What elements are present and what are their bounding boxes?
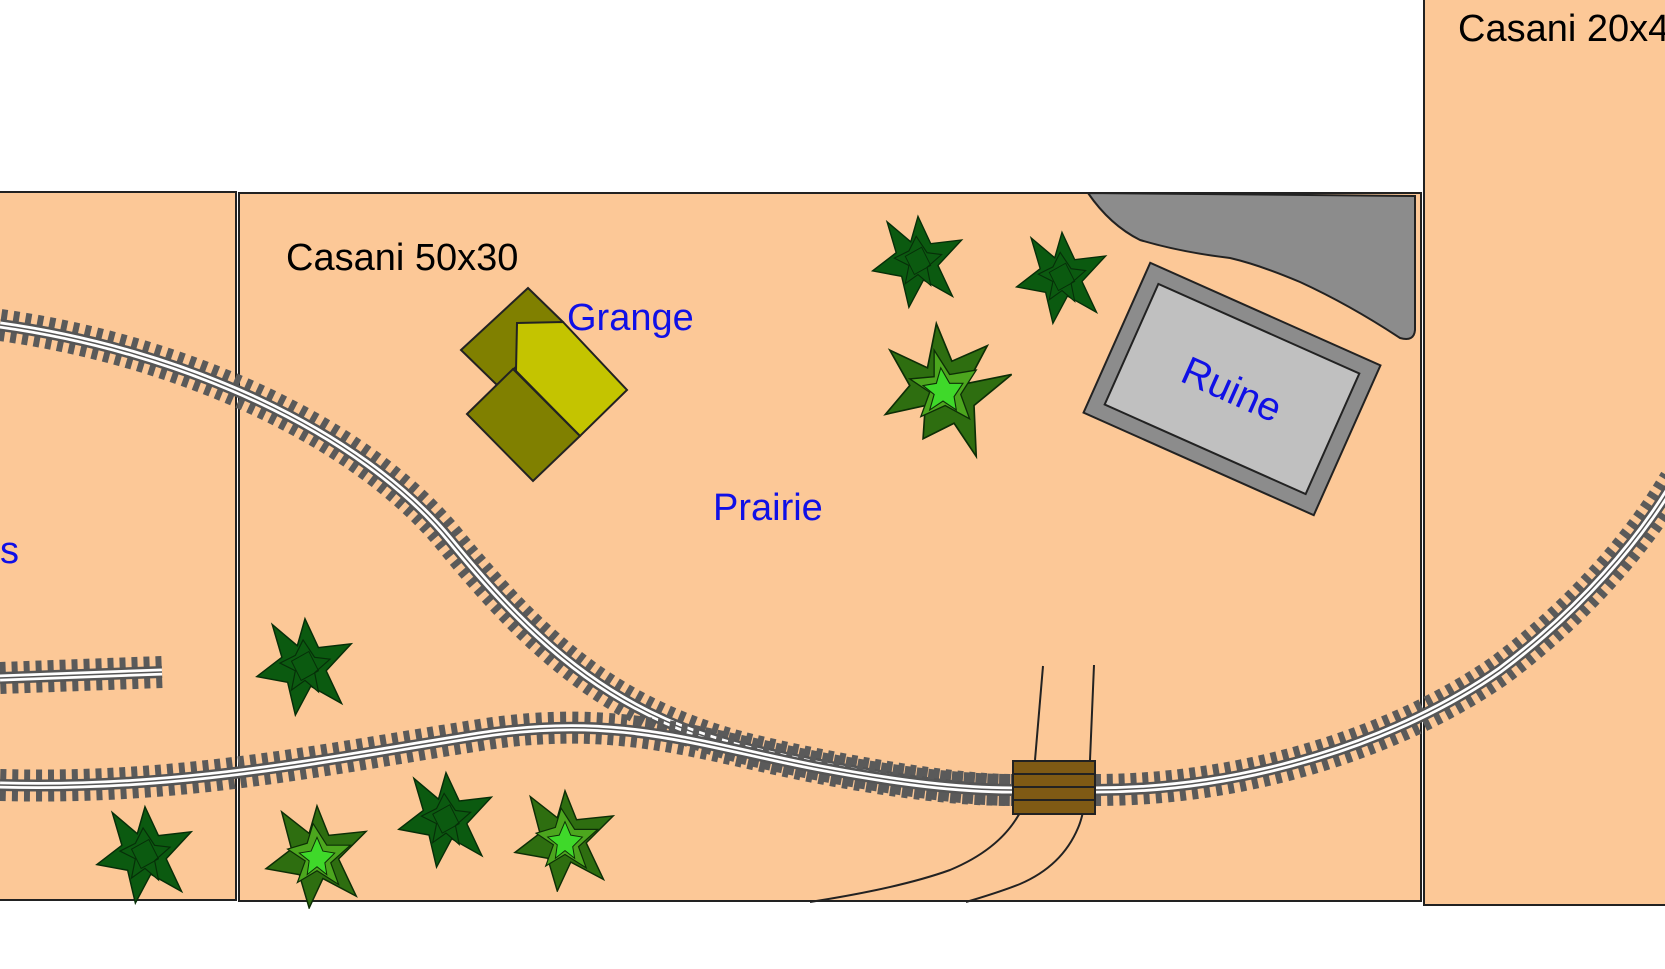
- module-right-label: Casani 20x4: [1458, 8, 1665, 50]
- track-main-line: [0, 711, 1013, 806]
- module-center-board: [238, 192, 1422, 902]
- track-main-east: [1094, 471, 1665, 806]
- ruin-building: Ruine: [1082, 261, 1382, 517]
- track-layer: [0, 309, 1665, 806]
- rock-outcrop: [1086, 191, 1416, 340]
- module-right-board: [1423, 0, 1665, 906]
- module-left-board: [0, 191, 237, 901]
- barn-label: Grange: [567, 297, 694, 339]
- meadow-label: Prairie: [713, 487, 823, 529]
- module-left-feature-label: s: [0, 530, 19, 572]
- track-siding: [0, 656, 163, 694]
- level-crossing: [1012, 760, 1096, 815]
- module-center-label: Casani 50x30: [286, 237, 518, 279]
- barn-building: [459, 286, 629, 483]
